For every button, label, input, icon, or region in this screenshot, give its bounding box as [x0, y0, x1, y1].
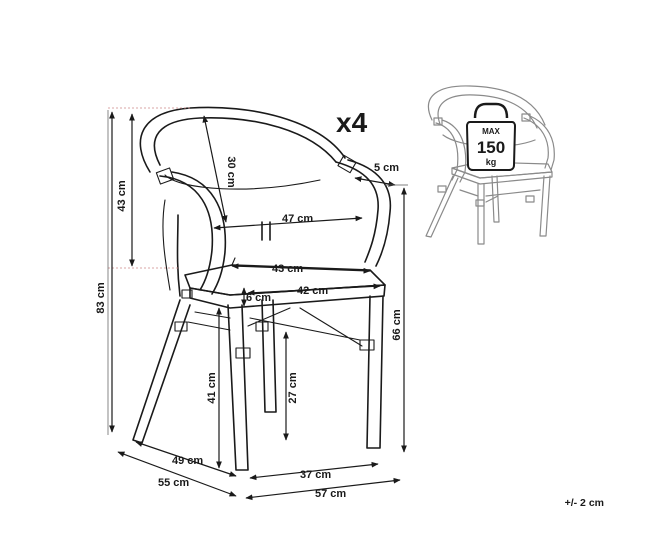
label-total-height: 83 cm — [95, 282, 107, 313]
weight-capacity-badge: MAX 150 kg — [465, 102, 517, 171]
label-width-total: 57 cm — [315, 488, 346, 500]
dimension-lines — [107, 107, 408, 501]
tolerance-note: +/- 2 cm — [565, 497, 604, 509]
label-seat-thickness: 6 cm — [246, 292, 271, 304]
label-under-seat-height: 27 cm — [287, 372, 299, 403]
badge-unit: kg — [486, 157, 497, 167]
label-seat-width: 42 cm — [297, 285, 328, 297]
dimension-labels: 83 cm 43 cm 30 cm 5 cm 47 cm 43 cm 42 cm… — [95, 156, 403, 500]
quantity-label: x4 — [336, 107, 368, 138]
label-backrest-depth: 30 cm — [225, 156, 237, 187]
label-backrest-height: 43 cm — [116, 180, 128, 211]
label-armrest-height: 66 cm — [391, 309, 403, 340]
badge-value: 150 — [477, 138, 505, 157]
main-chair-drawing — [132, 106, 392, 471]
label-depth-total: 55 cm — [158, 477, 189, 489]
label-seat-height: 41 cm — [206, 372, 218, 403]
label-inner-width: 47 cm — [282, 213, 313, 225]
label-width-inner: 37 cm — [300, 469, 331, 481]
badge-max: MAX — [482, 127, 500, 136]
label-depth-inner: 49 cm — [172, 455, 203, 467]
label-seat-depth: 43 cm — [272, 263, 303, 275]
label-armrest-width: 5 cm — [374, 162, 399, 174]
